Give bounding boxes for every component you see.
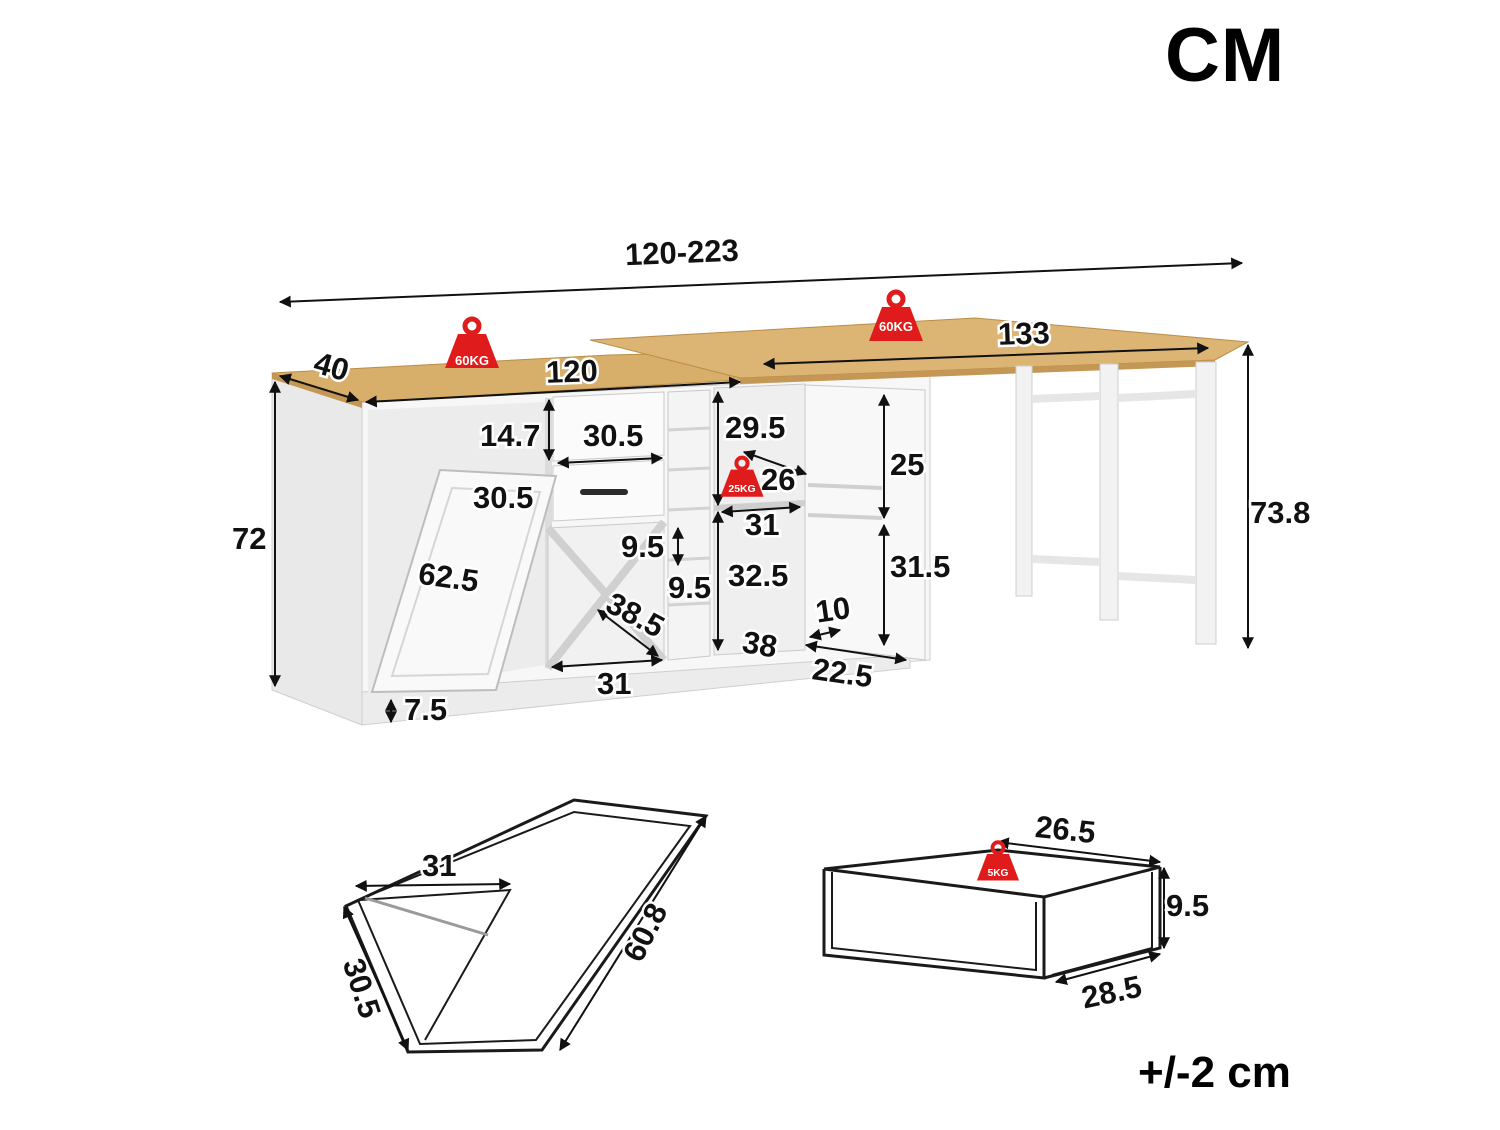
label-door-rack-lower: 31.5	[890, 549, 950, 584]
bin-detail: 31 30.5 60.8	[333, 798, 709, 1054]
svg-text:5KG: 5KG	[988, 868, 1009, 879]
svg-text:25KG: 25KG	[728, 484, 755, 495]
tolerance-note: +/-2 cm	[1138, 1048, 1291, 1097]
label-door-rack-depth: 10	[813, 590, 852, 629]
label-cabinet-shelf-width: 31	[745, 507, 779, 542]
weight-badge-cabinet-top: 60KG	[445, 319, 499, 368]
label-table-height: 73.8	[1250, 495, 1310, 530]
drawer-detail: 26.5 9.5 28.5 5KG	[822, 806, 1212, 1018]
label-tilt-bin-width: 30.5	[473, 480, 533, 515]
bin-diagonal-label: 60.8	[616, 898, 675, 968]
label-base-height: 7.5	[404, 692, 447, 727]
weight-badge-table-top: 60KG	[869, 292, 923, 341]
dimension-lines	[269, 257, 1254, 724]
svg-text:60KG: 60KG	[455, 353, 489, 368]
weight-badge-drawer: 5KG	[974, 840, 1022, 883]
label-door-width: 22.5	[810, 651, 875, 694]
label-cabinet-bottom-depth: 38	[740, 624, 780, 664]
label-drawer-width: 30.5	[583, 418, 643, 453]
label-cabinet-upper-depth: 26	[761, 462, 795, 497]
label-total-length: 120-223	[624, 233, 739, 273]
drawer-length-label: 26.5	[1034, 809, 1098, 850]
drawer-height-label: 9.5	[1166, 888, 1209, 923]
bin-top-label: 31	[422, 848, 456, 883]
furniture-illustration	[271, 317, 1250, 726]
label-wine-rack-width: 31	[597, 666, 631, 701]
drawer-depth-label: 28.5	[1078, 969, 1144, 1016]
label-slot-height-lower: 9.5	[668, 570, 711, 605]
label-door-rack-upper: 25	[890, 447, 924, 482]
svg-text:60KG: 60KG	[879, 319, 913, 334]
label-slot-height-upper: 9.5	[621, 529, 664, 564]
label-cabinet-upper-height: 29.5	[725, 410, 785, 445]
weight-badge-cabinet-shelf: 25KG	[720, 458, 763, 497]
unit-title: CM	[1165, 13, 1286, 98]
label-cabinet-length: 120	[545, 353, 598, 390]
label-cabinet-height: 72	[232, 521, 266, 556]
dimension-labels: 120-223 40 120 133 72 73.8 14.7 30.5 30.…	[230, 230, 1313, 729]
label-extension-length: 133	[997, 315, 1050, 352]
label-top-cubby-height: 14.7	[480, 418, 540, 453]
bin-side-label: 30.5	[336, 954, 388, 1022]
label-cabinet-lower-height: 32.5	[728, 558, 788, 593]
